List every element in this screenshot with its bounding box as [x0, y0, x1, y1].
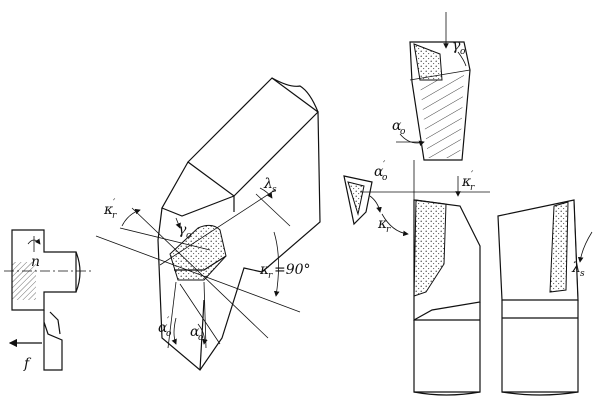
- label-kr-prime-main: κ r ′: [103, 198, 117, 221]
- ref-line-1: [95, 235, 301, 313]
- svg-text:λ: λ: [263, 176, 273, 192]
- ref-line-4: [255, 193, 291, 227]
- kr-front-arc: [381, 213, 409, 237]
- side-view-break: [501, 391, 579, 396]
- side-view-shank: [501, 300, 579, 393]
- svg-text:o: o: [400, 127, 406, 137]
- head-front-edge: [199, 299, 205, 371]
- label-gamma-o-top: γ o: [452, 38, 466, 57]
- tool-tip-left: [49, 311, 61, 335]
- svg-text:α: α: [392, 118, 402, 134]
- svg-text:o: o: [186, 231, 192, 241]
- workpiece-section-hatch: [12, 262, 36, 300]
- shank-top-face: [187, 77, 319, 197]
- svg-text:o: o: [198, 333, 204, 343]
- label-alpha-o-main: α o: [190, 324, 204, 343]
- svg-text:o: o: [460, 47, 466, 57]
- svg-text:κ: κ: [103, 202, 113, 218]
- svg-text:α: α: [190, 324, 200, 340]
- arc-alpha-o: [197, 323, 208, 345]
- svg-text:′: ′: [471, 170, 474, 181]
- arc-lambda-s: [259, 187, 273, 199]
- section-oo-insert: [413, 43, 443, 81]
- label-alpha-o-prime-main: α o ′: [158, 316, 172, 339]
- svg-text:r: r: [470, 183, 475, 193]
- ref-line-2: [131, 207, 269, 339]
- svg-text:κ: κ: [377, 216, 387, 232]
- ref-line-5: [119, 227, 211, 251]
- insert: [169, 224, 227, 281]
- ref-line-3: [159, 189, 276, 266]
- insert-edge: [174, 255, 227, 271]
- plan-view-insert: [413, 199, 447, 297]
- label-kr-main: κ r =90°: [259, 262, 311, 281]
- svg-text:α: α: [374, 164, 384, 180]
- side-view-edge: [573, 199, 579, 301]
- svg-text:α: α: [158, 320, 168, 336]
- shank-break-line: [271, 77, 319, 113]
- plan-view-shank: [413, 302, 481, 393]
- label-lambda-s-side: λ s: [571, 260, 585, 279]
- side-view-insert: [549, 201, 569, 293]
- svg-text:γ: γ: [178, 222, 187, 238]
- section-oo-hatch: [420, 74, 464, 158]
- label-gamma-o-main: γ o: [178, 222, 192, 241]
- alpha-o-prime-left-arc: [369, 195, 382, 213]
- svg-text:s: s: [580, 269, 585, 279]
- workpiece-break: [75, 251, 81, 293]
- lambda-s-side-arc: [577, 231, 593, 263]
- tool-shank-left: [43, 310, 63, 371]
- head-top: [161, 161, 235, 217]
- svg-text:r: r: [268, 271, 273, 281]
- svg-text:κ: κ: [259, 262, 269, 278]
- svg-text:r: r: [112, 211, 117, 221]
- label-kr-front: κ r: [377, 216, 391, 235]
- arc-alpha-o-prime: [171, 317, 177, 345]
- svg-text:o: o: [382, 173, 388, 183]
- gamma-o-top-arc: [457, 51, 467, 67]
- section-prime-insert: [347, 181, 365, 216]
- plan-view-break: [413, 391, 481, 396]
- section-prime-outline: [343, 175, 373, 226]
- ref-line-7: [203, 281, 207, 349]
- orthographic-views: γ o α o α o ′ κ r ′ κ: [343, 12, 593, 396]
- label-n: n: [31, 254, 40, 270]
- arc-kr: [273, 231, 280, 297]
- svg-text:s: s: [272, 185, 277, 195]
- svg-text:γ: γ: [452, 38, 461, 54]
- shank-right-side: [261, 111, 321, 273]
- turning-setup-view: n f: [4, 229, 92, 372]
- svg-text:λ: λ: [571, 260, 581, 276]
- ref-line-6: [167, 281, 177, 349]
- svg-text:=90°: =90°: [274, 262, 311, 278]
- svg-text:′: ′: [383, 160, 386, 171]
- label-f: f: [23, 356, 32, 372]
- label-alpha-o-prime-left: α o ′: [374, 160, 388, 183]
- label-alpha-o-top: α o: [392, 118, 406, 137]
- svg-text:r: r: [386, 225, 391, 235]
- label-lambda-s-main: λ s: [263, 176, 277, 195]
- svg-text:o: o: [166, 329, 172, 339]
- label-kr-prime-right: κ r ′: [461, 170, 475, 193]
- ref-line-8: [179, 283, 221, 345]
- arc-kr-prime: [121, 208, 141, 227]
- svg-text:′: ′: [113, 198, 116, 209]
- section-oo-rake: [409, 69, 471, 81]
- svg-text:κ: κ: [461, 174, 471, 190]
- svg-text:′: ′: [167, 316, 170, 327]
- arc-gamma-o: [175, 217, 181, 229]
- section-oo-outline: [409, 41, 471, 161]
- isometric-tool-view: κ r ′ γ o λ s κ r =90° α o ′ α o: [95, 77, 321, 371]
